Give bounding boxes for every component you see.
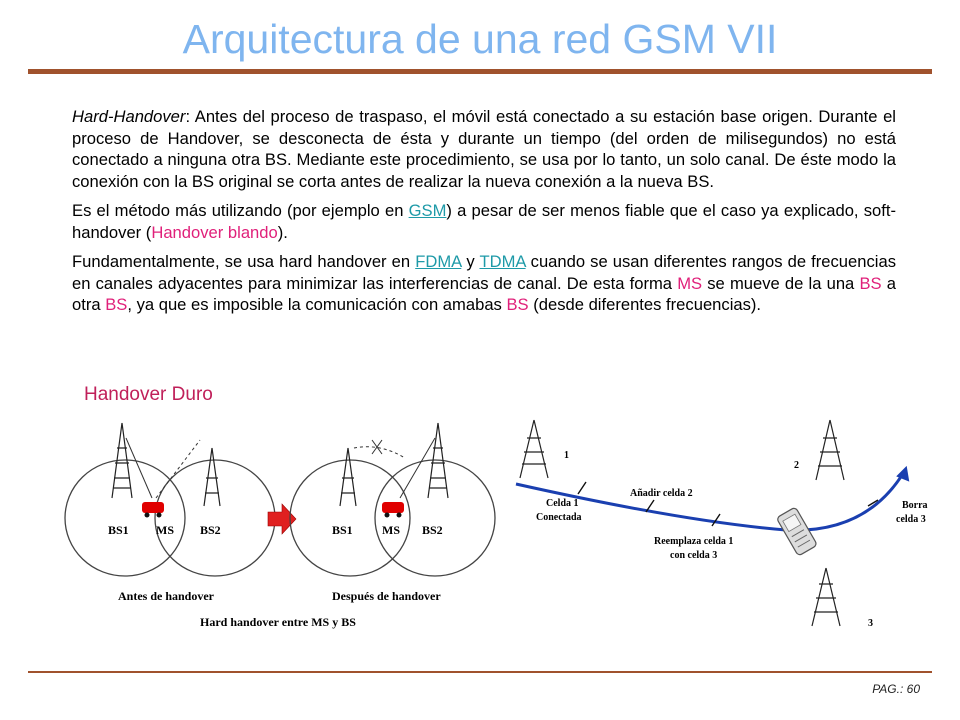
- paragraph-2-text-a: Es el método más utilizando (por ejemplo…: [72, 201, 409, 220]
- label-after-handover: Después de handover: [332, 589, 441, 603]
- tower-3-icon: [811, 567, 841, 627]
- label-borra-l1: Borra: [902, 500, 928, 511]
- paragraph-3-text-e: a otra: [72, 273, 896, 315]
- handover-blando-highlight: Handover blando: [151, 222, 278, 242]
- movement-arrowhead-icon: [896, 465, 910, 482]
- page-title: Arquitectura de una red GSM VII: [182, 16, 778, 62]
- link-gsm[interactable]: GSM: [408, 201, 447, 220]
- cell-bs2-before: [154, 459, 276, 577]
- label-celda-1-l2: Conectada: [536, 512, 582, 523]
- tower-bs1-before-icon: [111, 422, 133, 499]
- handover-sequence-diagram: 1 2 3 Celda 1 Conectada Añadir celda 2 R…: [515, 419, 928, 629]
- paragraph-3-text-b: y: [461, 252, 480, 271]
- tower-bs2-before-icon: [203, 447, 221, 507]
- path-tick-marks: [577, 481, 879, 527]
- figure-caption: Hard handover entre MS y BS: [200, 615, 356, 629]
- label-ms-after: MS: [382, 523, 400, 537]
- link-tdma[interactable]: TDMA: [479, 252, 526, 271]
- page-number: PAG.: 60: [872, 682, 920, 696]
- label-tower-3: 3: [868, 618, 873, 629]
- hard-handover-diagram: BS1 MS BS2 BS1 MS BS2 Antes de handover …: [64, 422, 496, 629]
- label-bs2-after: BS2: [422, 523, 443, 537]
- paragraph-hard-handover: Hard-Handover: Antes del proceso de tras…: [72, 106, 896, 192]
- signal-dashed-before: [155, 439, 201, 499]
- signal-cut-after: [353, 446, 406, 459]
- label-anadir-celda-2: Añadir celda 2: [630, 488, 693, 499]
- label-bs1-after: BS1: [332, 523, 353, 537]
- link-fdma[interactable]: FDMA: [415, 252, 462, 271]
- body-text: Hard-Handover: Antes del proceso de tras…: [72, 106, 896, 324]
- car-before-icon: [142, 502, 164, 518]
- tower-1-icon: [519, 419, 549, 479]
- tower-bs1-after-icon: [339, 447, 357, 507]
- paragraph-2-text-c: ).: [277, 222, 288, 242]
- label-tower-2: 2: [794, 460, 799, 471]
- label-borra-l2: celda 3: [896, 514, 926, 525]
- signal-line-before: [125, 437, 153, 499]
- label-ms-before: MS: [156, 523, 174, 537]
- label-bs2-before: BS2: [200, 523, 221, 537]
- bs-highlight-2: BS: [105, 295, 128, 314]
- paragraph-3-text-d: se mueve de la una: [702, 273, 860, 293]
- label-reemplaza-l1: Reemplaza celda 1: [654, 536, 733, 547]
- label-celda-1-l1: Celda 1: [546, 498, 579, 509]
- bs-highlight-1: BS: [859, 273, 882, 293]
- label-reemplaza-l2: con celda 3: [670, 550, 717, 561]
- top-divider: [28, 69, 932, 74]
- car-after-icon: [382, 502, 404, 518]
- cell-bs1-before: [64, 459, 186, 577]
- signal-line-after: [399, 437, 436, 499]
- label-bs1-before: BS1: [108, 523, 129, 537]
- cell-bs2-after: [374, 459, 496, 577]
- tower-bs2-after-icon: [427, 422, 449, 499]
- tower-2-icon: [815, 419, 845, 481]
- paragraph-3-text-c: cuando se usan diferentes rangos de frec…: [72, 252, 896, 293]
- paragraph-3-text-f: , ya que es imposible la comunicación co…: [127, 295, 507, 314]
- label-tower-1: 1: [564, 450, 569, 461]
- transition-arrow-icon: [267, 503, 297, 535]
- bs-highlight-3: BS: [506, 295, 529, 314]
- paragraph-fdma-tdma: Fundamentalmente, se usa hard handover e…: [72, 251, 896, 316]
- subtitle-handover-duro: Handover Duro: [84, 384, 213, 405]
- bottom-divider: [28, 671, 932, 673]
- movement-path: [515, 471, 906, 532]
- cut-mark-icon: [371, 439, 383, 455]
- paragraph-3-text-g: (desde diferentes frecuencias).: [528, 295, 762, 314]
- paragraph-2-text-b: ) a pesar de ser menos fiable que el cas…: [72, 201, 896, 242]
- paragraph-3-text-a: Fundamentalmente, se usa hard handover e…: [72, 252, 416, 271]
- mobile-phone-icon: [777, 507, 817, 556]
- ms-highlight: MS: [677, 273, 703, 293]
- paragraph-1-text: : Antes del proceso de traspaso, el móvi…: [72, 107, 896, 191]
- paragraph-method: Es el método más utilizando (por ejemplo…: [72, 200, 896, 243]
- label-before-handover: Antes de handover: [118, 589, 215, 603]
- term-hard-handover: Hard-Handover: [72, 107, 186, 126]
